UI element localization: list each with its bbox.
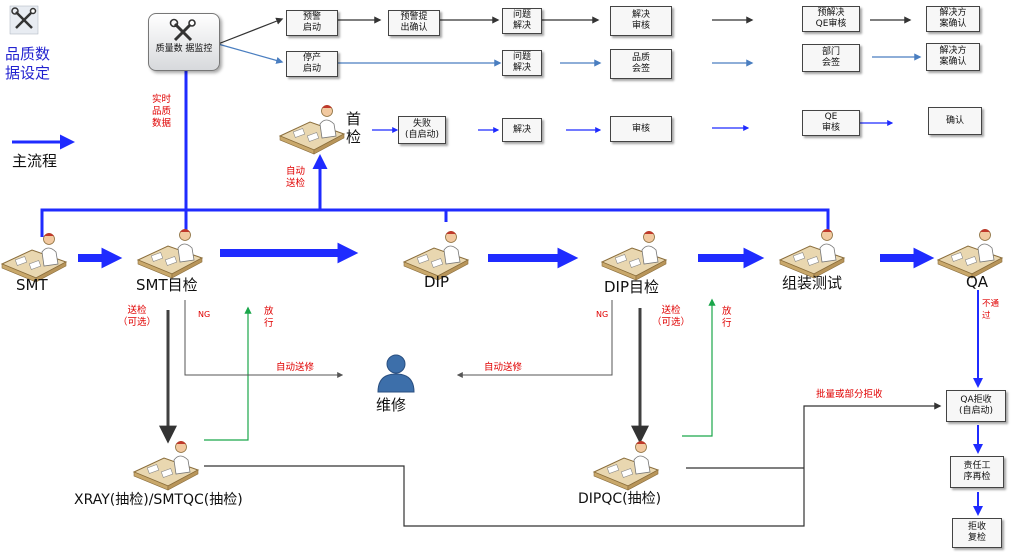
row1-box-solve-review[interactable]: 解决 审核 <box>610 6 672 36</box>
fa-box-fail[interactable]: 失败 (自启动) <box>398 116 446 144</box>
workstation-smt-visual-icon <box>136 229 204 279</box>
repair-label: 维修 <box>376 396 407 414</box>
row2-arrows <box>338 53 922 67</box>
first-article-label: 首 检 <box>346 110 362 146</box>
fa-box-qe-review[interactable]: QE 审核 <box>802 110 860 136</box>
monitor-label: 质量数 据监控 <box>155 44 213 54</box>
workstation-qa-icon <box>936 229 1004 279</box>
row1-box-warning-start[interactable]: 预警 启动 <box>286 10 338 36</box>
annotation-send-optional-1: 送检 （可选） <box>118 305 157 328</box>
xray-reject-line <box>204 402 942 527</box>
row1-box-solve[interactable]: 问题 解决 <box>502 8 542 34</box>
row2-box-plan-confirm[interactable]: 解决方 案确认 <box>926 43 980 71</box>
row1-box-qe-review[interactable]: 预解决 QE审核 <box>802 6 860 32</box>
first-article-arrows <box>372 120 894 133</box>
qa-reject-box[interactable]: QA拒收 (自启动) <box>946 390 1006 422</box>
row2-box-dept-sign[interactable]: 部门 会签 <box>802 44 860 72</box>
monitor-to-warning <box>217 17 284 45</box>
workstation-dipqc-icon <box>592 441 660 491</box>
row2-box-stop-start[interactable]: 停产 启动 <box>286 51 338 77</box>
monitor-to-stop <box>217 43 284 64</box>
workstation-assembly-icon <box>778 229 846 279</box>
annotation-not-pass: 不通 过 <box>982 299 1000 321</box>
fa-box-solve[interactable]: 解决 <box>502 118 542 142</box>
workstation-xray-icon <box>132 441 200 491</box>
quality-monitor-box[interactable]: 质量数 据监控 <box>148 13 220 71</box>
row1-box-plan-confirm[interactable]: 解决方 案确认 <box>926 6 980 32</box>
station-smt: SMT <box>16 276 48 294</box>
workstation-dip-visual-icon <box>600 231 668 281</box>
qa-reject-recheck-box[interactable]: 拒收 复检 <box>952 518 1002 548</box>
station-assembly-test: 组装测试 <box>782 274 843 292</box>
dipqc-label: DIPQC(抽检) <box>578 491 662 507</box>
row2-box-solve[interactable]: 问题 解决 <box>502 50 542 76</box>
row1-box-warning-confirm[interactable]: 预警提 出确认 <box>388 10 440 36</box>
annotation-release-2: 放 行 <box>722 306 732 329</box>
annotation-auto-repair-1: 自动送修 <box>276 362 315 373</box>
corner-title: 品质数 据设定 <box>5 45 51 82</box>
station-dip: DIP <box>424 273 450 291</box>
tools-icon <box>9 5 39 35</box>
annotation-ng-2: NG <box>596 310 609 319</box>
annotation-batch-reject: 批量或部分拒收 <box>816 389 883 400</box>
annotation-auto-repair-2: 自动送修 <box>484 362 523 373</box>
annotation-realtime-data: 实时 品质 数据 <box>152 94 172 129</box>
legend-main-flow: 主流程 <box>12 152 58 170</box>
xray-smtqc-label: XRAY(抽检)/SMTQC(抽检) <box>74 492 243 508</box>
smt-release-arrow <box>204 306 252 441</box>
annotation-auto-send-inspect: 自动 送检 <box>286 166 306 189</box>
repair-person-icon <box>377 354 415 393</box>
fa-box-review[interactable]: 审核 <box>610 116 672 142</box>
workstation-dip-icon <box>402 231 470 281</box>
dip-release-arrow <box>682 298 716 437</box>
annotation-ng-1: NG <box>198 310 211 319</box>
annotation-send-optional-2: 送检 （可选） <box>652 305 691 328</box>
workstation-smt-icon <box>0 233 68 283</box>
smt-ng-repair-line <box>184 300 344 378</box>
station-smt-visual: SMT目检 <box>136 276 198 294</box>
tools-icon <box>169 18 196 42</box>
main-bus <box>40 45 830 237</box>
workstation-icons <box>0 105 1004 491</box>
main-flow-arrows <box>78 242 935 269</box>
station-qa: QA <box>966 273 989 291</box>
qa-recheck-box[interactable]: 责任工 序再检 <box>950 456 1004 488</box>
workstation-first-article-icon <box>278 105 346 155</box>
station-dip-visual: DIP目检 <box>604 278 660 296</box>
dip-ng-repair-line <box>456 300 613 378</box>
row2-box-quality-sign[interactable]: 品质 会签 <box>610 49 672 79</box>
annotation-release-1: 放 行 <box>264 306 274 329</box>
fa-box-confirm[interactable]: 确认 <box>928 107 982 135</box>
